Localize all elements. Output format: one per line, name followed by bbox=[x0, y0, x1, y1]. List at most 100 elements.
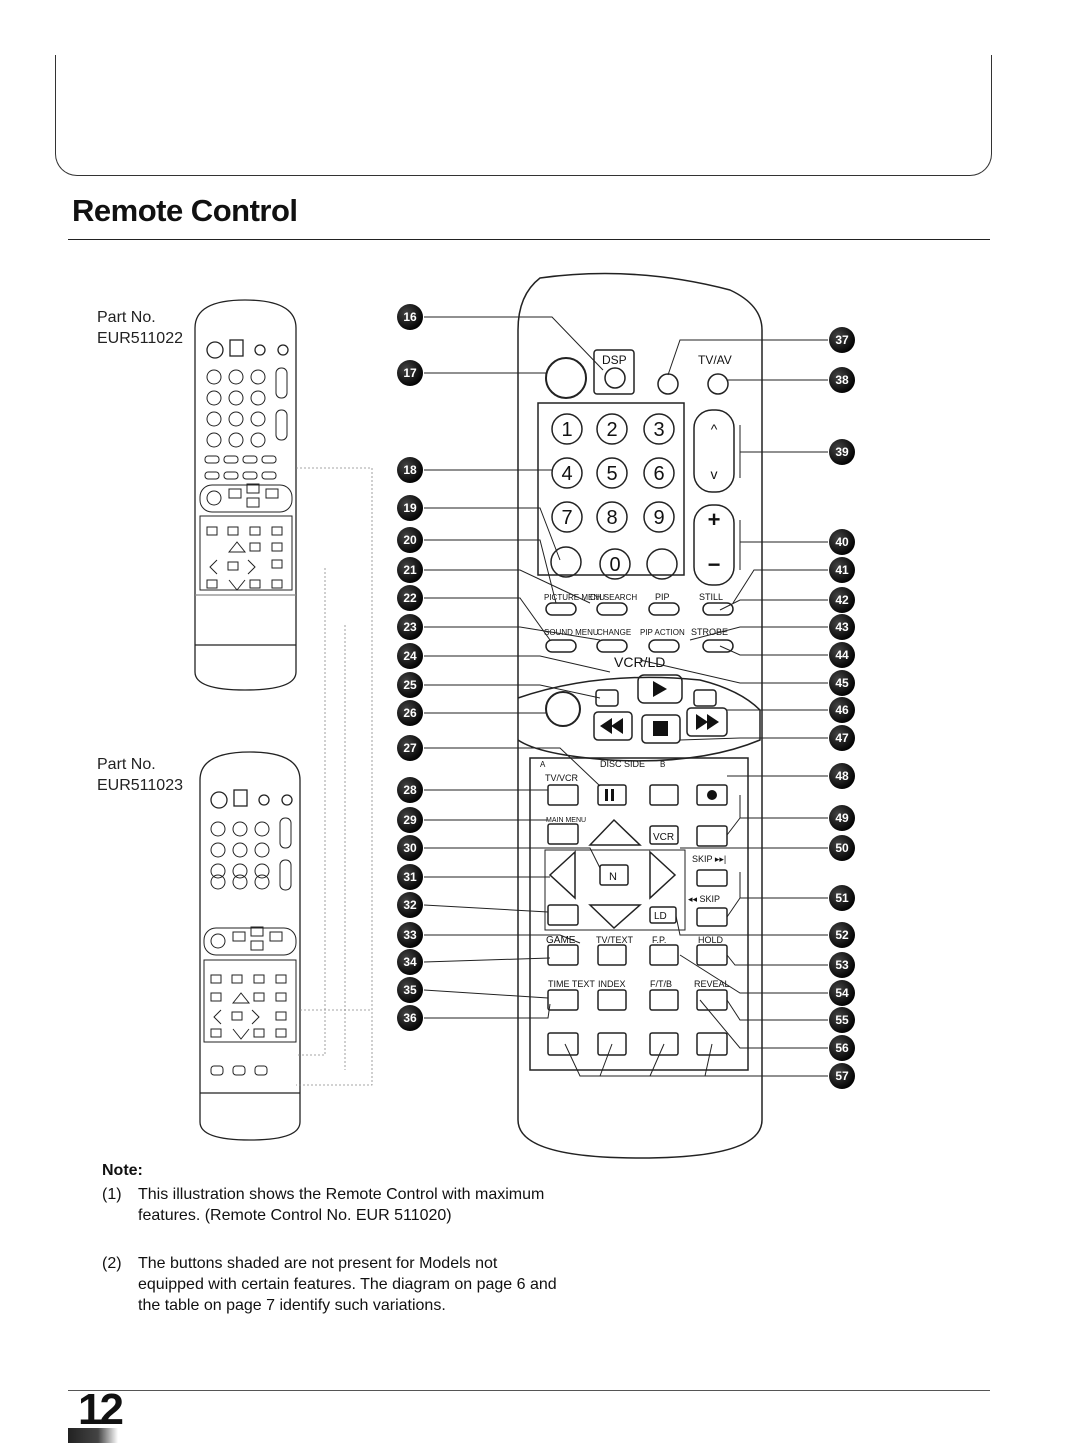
part-label-2: Part No. EUR511023 bbox=[97, 754, 183, 796]
digit-6: 6 bbox=[653, 463, 664, 485]
digit-4: 4 bbox=[561, 463, 572, 485]
callouts-right bbox=[829, 327, 855, 1089]
note-item-2: (2) The buttons shaded are not present f… bbox=[102, 1253, 557, 1337]
callout-18: 18 bbox=[403, 463, 417, 477]
small-remote-1 bbox=[194, 299, 297, 691]
part-label-1: Part No. EUR511022 bbox=[97, 307, 183, 349]
callout-48: 48 bbox=[835, 769, 849, 783]
change-label: CHANGE bbox=[597, 628, 631, 637]
digit-0: 0 bbox=[609, 554, 620, 576]
callout-27: 27 bbox=[403, 741, 417, 755]
vol-up-label: + bbox=[708, 507, 721, 532]
callout-39: 39 bbox=[835, 445, 849, 459]
part-label-2-title: Part No. bbox=[97, 756, 156, 773]
vcr-glyphs bbox=[600, 681, 719, 801]
tv-text-label: TV/TEXT bbox=[596, 935, 634, 945]
dsp-label: DSP bbox=[602, 353, 627, 367]
disc-b-label: B bbox=[660, 760, 665, 769]
digit-7: 7 bbox=[561, 507, 572, 529]
n-button-label: N bbox=[609, 871, 617, 883]
reveal-label: REVEAL bbox=[694, 979, 730, 989]
connector-lines bbox=[296, 467, 373, 1086]
callout-30: 30 bbox=[403, 841, 417, 855]
callouts-left-labels: 16 17 18 19 20 21 22 23 24 25 26 27 28 2… bbox=[403, 310, 417, 1025]
callout-42: 42 bbox=[835, 593, 849, 607]
callout-43: 43 bbox=[835, 620, 849, 634]
callout-28: 28 bbox=[403, 783, 417, 797]
title-divider bbox=[68, 239, 990, 240]
footer-divider bbox=[68, 1390, 990, 1391]
digit-3: 3 bbox=[653, 419, 664, 441]
callout-47: 47 bbox=[835, 731, 849, 745]
callout-44: 44 bbox=[835, 648, 849, 662]
callout-46: 46 bbox=[835, 703, 849, 717]
callout-33: 33 bbox=[403, 928, 417, 942]
callout-24: 24 bbox=[403, 649, 417, 663]
callout-57: 57 bbox=[835, 1069, 849, 1083]
tv-vcr-label: TV/VCR bbox=[545, 773, 579, 783]
strobe-label: STROBE bbox=[691, 627, 728, 637]
callout-31: 31 bbox=[403, 870, 417, 884]
part-label-2-number: EUR511023 bbox=[97, 777, 183, 794]
callout-22: 22 bbox=[403, 591, 417, 605]
callout-36: 36 bbox=[403, 1011, 417, 1025]
callout-55: 55 bbox=[835, 1013, 849, 1027]
callout-26: 26 bbox=[403, 706, 417, 720]
callout-17: 17 bbox=[403, 366, 417, 380]
callout-40: 40 bbox=[835, 535, 849, 549]
callout-50: 50 bbox=[835, 841, 849, 855]
skip-fwd-label: SKIP ▸▸| bbox=[692, 854, 726, 864]
vcr-ld-label: VCR/LD bbox=[614, 654, 665, 670]
callouts-left bbox=[397, 304, 423, 1031]
callout-38: 38 bbox=[835, 373, 849, 387]
ch-search-label: CH SEARCH bbox=[590, 593, 637, 602]
callout-29: 29 bbox=[403, 813, 417, 827]
vcr-button-label: VCR bbox=[653, 832, 674, 843]
skip-back-label: ◂◂ SKIP bbox=[688, 894, 720, 904]
digit-1: 1 bbox=[561, 419, 572, 441]
part-label-1-number: EUR511022 bbox=[97, 330, 183, 347]
main-remote-labels: DSP TV/AV 1 2 3 4 5 6 7 8 9 0 ^ v + − PI… bbox=[540, 353, 732, 989]
disc-a-label: A bbox=[540, 760, 546, 769]
page-corner-shade bbox=[68, 1428, 118, 1443]
note-item-2-text: The buttons shaded are not present for M… bbox=[138, 1255, 557, 1314]
sound-menu-label: SOUND MENU bbox=[544, 628, 599, 637]
callout-19: 19 bbox=[403, 501, 417, 515]
pip-action-label: PIP ACTION bbox=[640, 628, 685, 637]
time-text-label: TIME TEXT bbox=[548, 979, 595, 989]
small-remote-2 bbox=[199, 751, 301, 1141]
callout-16: 16 bbox=[403, 310, 417, 324]
callout-51: 51 bbox=[835, 891, 849, 905]
tv-av-label: TV/AV bbox=[698, 353, 732, 367]
vol-down-label: − bbox=[708, 552, 721, 577]
digit-2: 2 bbox=[606, 419, 617, 441]
note-item-2-number: (2) bbox=[102, 1255, 122, 1272]
ch-down-label: v bbox=[711, 466, 718, 482]
callout-20: 20 bbox=[403, 533, 417, 547]
game-label: GAME bbox=[546, 935, 576, 946]
main-remote bbox=[517, 272, 763, 1159]
callout-54: 54 bbox=[835, 986, 849, 1000]
fp-label: F.P. bbox=[652, 935, 666, 945]
callout-45: 45 bbox=[835, 676, 849, 690]
index-label: INDEX bbox=[598, 979, 626, 989]
callout-23: 23 bbox=[403, 620, 417, 634]
note-item-1-number: (1) bbox=[102, 1186, 122, 1203]
disc-side-label: DISC SIDE bbox=[600, 759, 645, 769]
digit-5: 5 bbox=[606, 463, 617, 485]
callout-37: 37 bbox=[835, 333, 849, 347]
callout-34: 34 bbox=[403, 955, 417, 969]
callout-49: 49 bbox=[835, 811, 849, 825]
page-title: Remote Control bbox=[72, 193, 298, 228]
note-item-1-text: This illustration shows the Remote Contr… bbox=[138, 1186, 545, 1224]
callout-35: 35 bbox=[403, 983, 417, 997]
page-number: 12 bbox=[78, 1385, 124, 1434]
ch-up-label: ^ bbox=[711, 421, 718, 437]
callout-56: 56 bbox=[835, 1041, 849, 1055]
callout-32: 32 bbox=[403, 898, 417, 912]
main-menu-label: MAIN MENU bbox=[546, 817, 586, 824]
note-item-1: (1) This illustration shows the Remote C… bbox=[102, 1184, 552, 1250]
ld-button-label: LD bbox=[654, 911, 667, 922]
part-label-1-title: Part No. bbox=[97, 309, 156, 326]
